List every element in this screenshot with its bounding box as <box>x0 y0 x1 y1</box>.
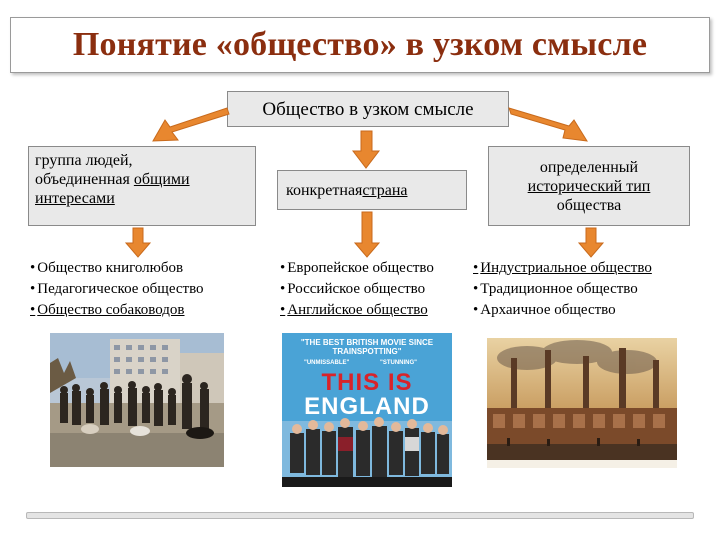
poster-headline: "THE BEST BRITISH MOVIE SINCE TRAINSPOTT… <box>300 338 434 356</box>
list-item: Традиционное общество <box>473 279 652 300</box>
list-item: Архаичное общество <box>473 300 652 321</box>
historical-type-box: определенный исторический тип общества <box>488 146 690 226</box>
list-item: Индустриальное общество <box>473 258 652 279</box>
list-item: Педагогическое общество <box>30 279 203 300</box>
right-box-line3: общества <box>556 196 622 214</box>
factory-photo <box>487 338 677 468</box>
arrow-to-mid-list <box>353 211 381 258</box>
arrow-to-mid-box <box>351 130 381 169</box>
right-box-line1: определенный <box>539 158 639 176</box>
arrow-to-right-box <box>508 107 588 142</box>
arrow-to-left-list <box>124 227 152 258</box>
list-item: Российское общество <box>280 279 434 300</box>
slide-title: Понятие «общество» в узком смысле <box>72 26 648 63</box>
poster-title-line1: THIS IS <box>321 369 413 396</box>
right-box-line2: исторический тип <box>527 177 651 195</box>
center-concept-label: Общество в узком смысле <box>262 98 474 120</box>
poster-quote-left: "UNMISSABLE" <box>304 360 350 366</box>
dog-show-photo <box>50 333 224 467</box>
left-box-line3: интересами <box>35 190 115 207</box>
footer-rule <box>26 512 694 519</box>
interest-groups-list: Общество книголюбов Педагогическое общес… <box>30 258 204 321</box>
poster-title-line2: ENGLAND <box>304 393 430 420</box>
left-box-line2: объединенная общими <box>35 171 190 188</box>
arrow-to-right-list <box>577 227 605 258</box>
list-item: Общество собаководов <box>30 300 204 321</box>
list-item: Европейское общество <box>280 258 434 279</box>
left-box-line1: группа людей, <box>35 152 133 169</box>
title-banner: Понятие «общество» в узком смысле <box>10 17 710 73</box>
specific-country-box: конкретная страна <box>277 170 467 210</box>
countries-list: Европейское общество Российское общество… <box>280 258 434 321</box>
society-types-list: Индустриальное общество Традиционное общ… <box>473 258 652 321</box>
list-item: Английское общество <box>280 300 434 321</box>
poster-quote-right: "STUNNING" <box>380 360 418 366</box>
arrow-to-left-box <box>152 107 230 142</box>
list-item: Общество книголюбов <box>30 258 204 279</box>
movie-poster-photo: "THE BEST BRITISH MOVIE SINCE TRAINSPOTT… <box>282 333 452 487</box>
group-of-people-box: группа людей, объединенная общими интере… <box>28 146 256 226</box>
center-concept-box: Общество в узком смысле <box>227 91 509 127</box>
